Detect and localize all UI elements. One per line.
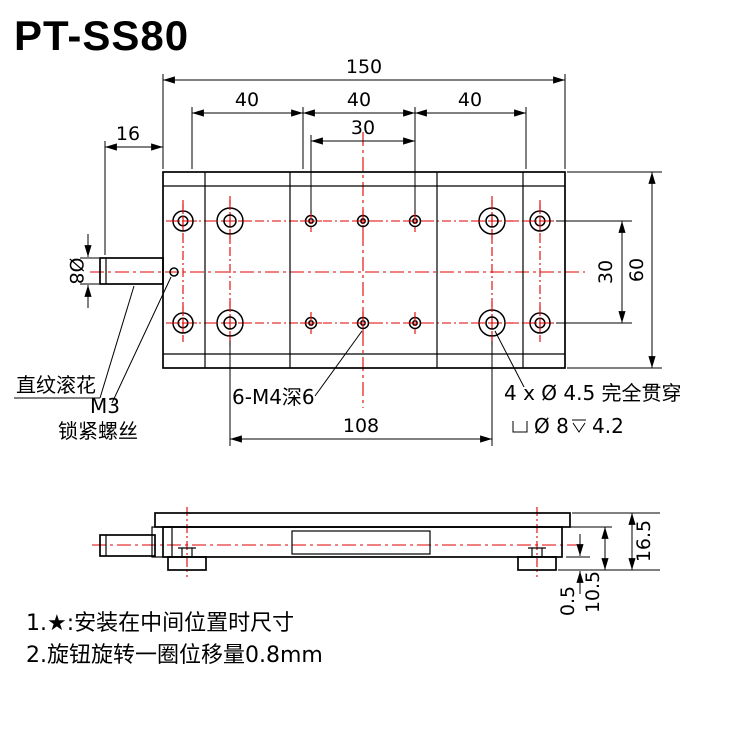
side-base <box>162 526 563 558</box>
side-view <box>92 507 582 577</box>
dimension-16: 16 <box>104 123 163 255</box>
dim-mount-holes-span: 108 <box>343 415 379 437</box>
dimension-40-chain: 40 40 40 <box>191 89 527 214</box>
dimension-dia8: Ø8 <box>65 234 99 308</box>
knob-top <box>99 257 164 285</box>
side-end-bracket <box>151 526 173 558</box>
counterbore-hole <box>470 301 514 345</box>
dim-overall-width: 150 <box>346 56 382 78</box>
dim-knob-diameter: Ø8 <box>65 257 87 284</box>
counterbore-hole <box>208 301 252 345</box>
counterbore-dia-label: Ø 8 <box>534 414 569 438</box>
side-top-plate <box>154 512 571 528</box>
m3-label: M3 <box>90 394 120 418</box>
dim-clearance: 0.5 <box>557 586 579 616</box>
through-holes-label: 4 x Ø 4.5 完全贯穿 <box>504 381 682 405</box>
dimension-60: 60 <box>567 171 662 369</box>
dim-total-height: 16.5 <box>633 520 655 562</box>
tapped-holes-label: 6-M4深6 <box>232 385 315 409</box>
dim-overall-depth: 60 <box>626 258 648 282</box>
tapped-holes-callout: 6-M4深6 <box>232 330 363 409</box>
page-title: PT-SS80 <box>14 12 189 59</box>
notes: 1.★:安装在中间位置时尺寸 2.旋钮旋转一圈位移量0.8mm <box>26 611 323 668</box>
knurl-callout: 直纹滚花 <box>14 285 135 399</box>
m3-callout: M3 锁紧螺丝 <box>58 276 172 443</box>
m3-lock-screw-label: 锁紧螺丝 <box>58 419 138 443</box>
centerlines-side <box>92 507 582 577</box>
dim-center-holes-span: 30 <box>351 117 375 139</box>
dim-knob-length: 16 <box>116 123 140 145</box>
dimension-108: 108 <box>229 341 493 446</box>
side-foot-right <box>517 556 557 571</box>
through-holes-callout: 4 x Ø 4.5 完全贯穿 Ø 8 4.2 <box>494 330 682 438</box>
dim-hole-rows-span: 30 <box>595 260 617 284</box>
m3-screw-hole <box>169 267 179 277</box>
counterbore-hole <box>208 199 252 243</box>
dim-segment-2: 40 <box>347 89 371 111</box>
dimension-150: 150 <box>162 56 566 169</box>
dim-segment-3: 40 <box>458 89 482 111</box>
stage-plate <box>162 171 566 369</box>
dimension-10-5: 10.5 <box>566 526 612 613</box>
holes <box>165 199 558 345</box>
centerlines-top <box>90 132 585 408</box>
counterbore-depth-label: 4.2 <box>592 414 624 438</box>
dim-segment-1: 40 <box>235 89 259 111</box>
side-knob <box>99 534 156 557</box>
depth-icon <box>572 419 586 433</box>
dim-base-height: 10.5 <box>582 571 604 613</box>
counterbore-icon <box>512 421 528 433</box>
side-foot-screws <box>178 547 546 557</box>
counterbore-hole <box>470 199 514 243</box>
dimension-30-center: 30 <box>310 117 415 214</box>
dimension-0-5: 0.5 <box>557 534 660 616</box>
note-1: 1.★:安装在中间位置时尺寸 <box>26 611 294 636</box>
note-2: 2.旋钮旋转一圈位移量0.8mm <box>26 643 323 668</box>
dimension-30-right: 30 <box>556 220 632 324</box>
top-view <box>90 132 585 408</box>
knurl-label: 直纹滚花 <box>16 373 96 397</box>
side-foot-left <box>167 556 207 571</box>
dimension-16-5: 16.5 <box>572 512 660 570</box>
side-slot <box>291 530 431 555</box>
